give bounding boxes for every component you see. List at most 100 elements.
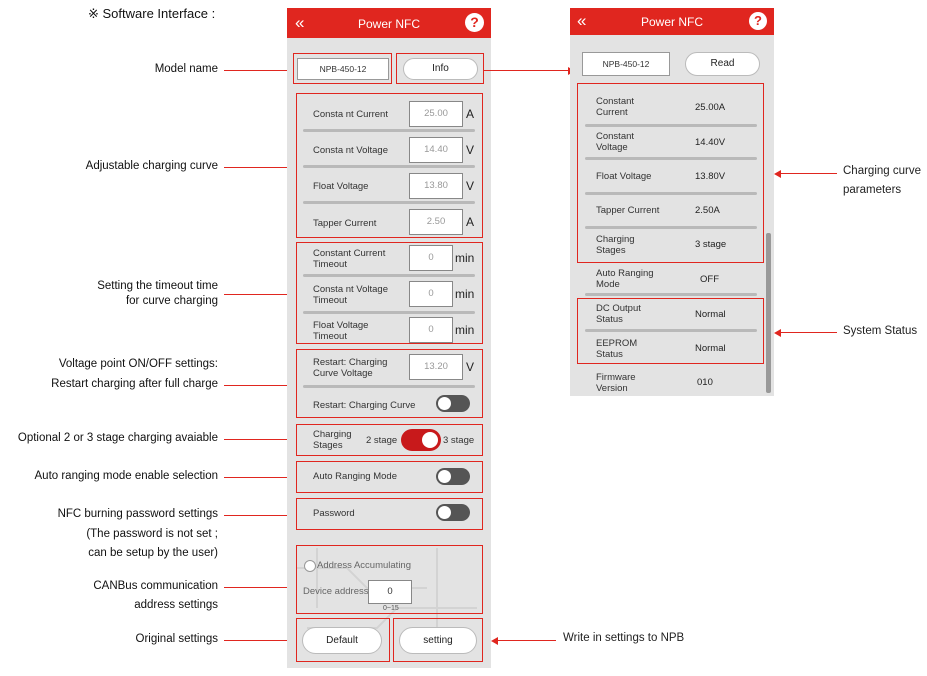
divider [303, 311, 475, 314]
restart-curve-toggle[interactable] [436, 395, 470, 412]
divider [303, 165, 475, 168]
annotation-curve-params-1: Charging curve [843, 165, 921, 177]
arrow-auto-ranging [224, 474, 297, 482]
tapper-current-unit: A [466, 215, 475, 229]
tapper-current-label: Tapper Current [313, 218, 377, 229]
fv-timeout-input[interactable]: 0 [409, 317, 453, 343]
read-button[interactable]: Read [685, 52, 760, 76]
constant-current-label: Consta nt Current [313, 109, 388, 120]
annotation-timeout-1: Setting the timeout time [97, 280, 218, 292]
constant-current-input[interactable]: 25.00 [409, 101, 463, 127]
restart-voltage-label-2: Curve Voltage [313, 368, 373, 379]
help-icon[interactable]: ? [465, 13, 484, 32]
model-name-field[interactable]: NPB-450-12 [297, 58, 389, 80]
device-address-input[interactable]: 0 [368, 580, 412, 604]
tapper-current-input[interactable]: 2.50 [409, 209, 463, 235]
dc-output-label-a: DC Output [596, 303, 641, 314]
constant-current-unit: A [466, 107, 475, 121]
device-address-label: Device address [303, 586, 369, 597]
stage-toggle[interactable] [401, 429, 441, 451]
float-voltage-unit: V [466, 179, 475, 193]
cv-timeout-unit: min [455, 287, 475, 301]
restart-voltage-input[interactable]: 13.20 [409, 354, 463, 380]
cv-timeout-input[interactable]: 0 [409, 281, 453, 307]
toggle-knob [438, 506, 451, 519]
divider [585, 124, 757, 127]
default-button[interactable]: Default [302, 627, 382, 654]
stage-3-label: 3 stage [443, 435, 475, 446]
arrow-stage-option [224, 436, 297, 444]
float-voltage-input[interactable]: 13.80 [409, 173, 463, 199]
device-address-range: 0~15 [383, 605, 399, 612]
cv-timeout-label-1: Consta nt Voltage [313, 284, 388, 295]
annotation-password-1: NFC burning password settings [57, 508, 218, 520]
divider [585, 157, 757, 160]
param-value-tapper-current: 2.50A [695, 205, 720, 216]
param-label-1b: Current [596, 107, 628, 118]
auto-ranging-label-b: Mode [596, 279, 620, 290]
address-accumulating-radio[interactable] [304, 560, 316, 572]
password-toggle[interactable] [436, 504, 470, 521]
divider [303, 385, 475, 388]
arrow-write-in [491, 637, 556, 645]
cc-timeout-input[interactable]: 0 [409, 245, 453, 271]
left-app-bar: « Power NFC ? [287, 8, 491, 38]
divider [303, 274, 475, 277]
firmware-label-a: Firmware [596, 372, 636, 383]
constant-voltage-input[interactable]: 14.40 [409, 137, 463, 163]
fv-timeout-label-1: Float Voltage [313, 320, 369, 331]
param-value-charging-stages: 3 stage [695, 239, 727, 250]
info-button[interactable]: Info [403, 58, 478, 80]
param-label-2a: Constant [596, 131, 635, 142]
address-accumulating-label: Address Accumulating [317, 560, 411, 571]
highlight-system-status [577, 298, 764, 364]
cc-timeout-label-2: Timeout [313, 259, 347, 270]
fv-timeout-label-2: Timeout [313, 331, 347, 342]
toggle-knob [422, 432, 438, 448]
auto-ranging-label-a: Auto Ranging [596, 268, 654, 279]
auto-ranging-toggle[interactable] [436, 468, 470, 485]
arrow-password [224, 512, 297, 520]
help-icon[interactable]: ? [749, 12, 767, 30]
annotation-write-in: Write in settings to NPB [563, 632, 685, 644]
dc-output-value: Normal [695, 309, 726, 320]
param-label-1a: Constant [596, 96, 635, 107]
annotation-voltage-point-1: Voltage point ON/OFF settings: [58, 358, 218, 370]
highlight-restart [296, 349, 483, 418]
constant-voltage-label: Consta nt Voltage [313, 145, 388, 156]
arrow-model-name [224, 67, 297, 75]
highlight-setting [393, 618, 483, 662]
highlight-charging-curve [296, 93, 483, 238]
password-label: Password [313, 508, 355, 519]
setting-button[interactable]: setting [399, 627, 477, 654]
divider [585, 329, 757, 332]
cc-timeout-unit: min [455, 251, 475, 265]
annotation-auto-ranging: Auto ranging mode enable selection [34, 470, 219, 482]
annotation-timeout-2: for curve charging [125, 295, 218, 307]
annotation-adjustable-curve: Adjustable charging curve [85, 160, 218, 172]
restart-voltage-unit: V [466, 360, 475, 374]
highlight-canbus [296, 545, 483, 614]
annotation-model-name: Model name [154, 63, 218, 75]
arrow-curve-params [774, 170, 837, 178]
stage-2-label: 2 stage [366, 435, 398, 446]
back-icon[interactable]: « [577, 11, 587, 30]
highlight-auto-ranging [296, 461, 483, 493]
auto-ranging-label: Auto Ranging Mode [313, 471, 397, 482]
param-label-2b: Voltage [596, 142, 628, 153]
divider [303, 129, 475, 132]
arrow-voltage-point [224, 382, 297, 390]
highlight-model-name [293, 53, 392, 84]
param-label-3: Float Voltage [596, 171, 652, 182]
annotation-stage-option: Optional 2 or 3 stage charging avaiable [17, 432, 218, 444]
back-icon[interactable]: « [295, 13, 305, 32]
right-app-title: Power NFC [640, 15, 703, 29]
annotation-curve-params-2: parameters [843, 184, 902, 196]
right-model-name-field[interactable]: NPB-450-12 [582, 52, 670, 76]
firmware-label-b: Version [596, 383, 628, 394]
highlight-password [296, 498, 483, 530]
param-value-float-voltage: 13.80V [695, 171, 726, 182]
arrow-info-to-read [484, 67, 575, 75]
scrollbar[interactable] [766, 233, 771, 393]
annotation-original: Original settings [135, 633, 218, 645]
